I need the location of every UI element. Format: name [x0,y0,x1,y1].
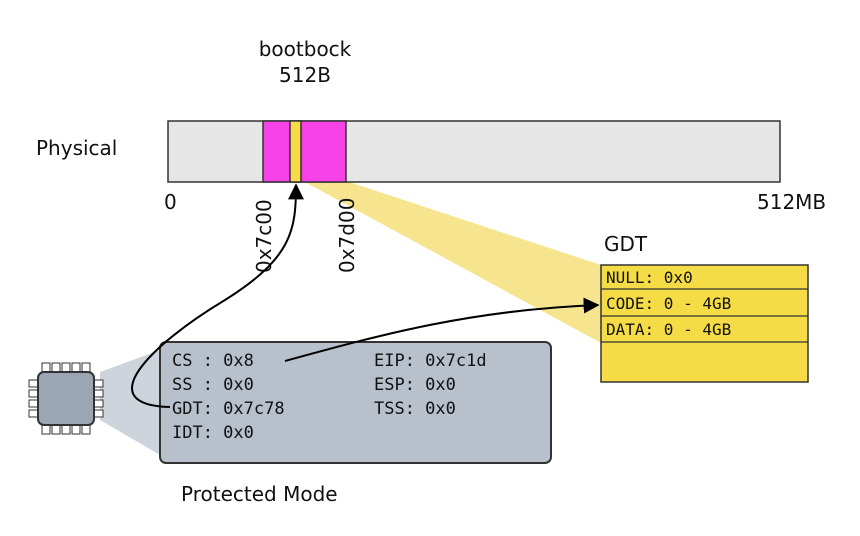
memory-end-label: 512MB [757,190,826,214]
register-tss: TSS: 0x0 [374,399,456,419]
bootblock-size: 512B [279,63,331,87]
gdt-region [289,120,302,183]
register-eip: EIP: 0x7c1d [374,351,487,371]
address-0x7d00-label: 0x7d00 [335,198,359,273]
physical-label: Physical [36,136,117,160]
cs-selector-arrow [284,297,600,362]
gdt-table: NULL: 0x0 CODE: 0 - 4GB DATA: 0 - 4GB [600,264,809,383]
gdt-register-arrow [131,183,304,408]
gdt-zoom-beam [303,181,601,343]
address-0x7c00-label: 0x7c00 [252,199,276,273]
cpu-chip-icon [28,362,104,435]
physical-memory-bar [167,120,781,183]
gdt-title: GDT [604,232,648,256]
bootblock-title: bootbock [259,37,352,61]
register-gdt: GDT: 0x7c78 [172,399,285,419]
memory-start-label: 0 [164,190,177,214]
cpu-zoom-beam [100,350,160,455]
protected-mode-caption: Protected Mode [181,482,338,506]
gdt-entry-code: CODE: 0 - 4GB [606,294,731,313]
register-idt: IDT: 0x0 [172,423,254,443]
bootblock-region [262,120,347,183]
register-cs: CS : 0x8 [172,351,254,371]
register-esp: ESP: 0x0 [374,375,456,395]
gdt-entry-data: DATA: 0 - 4GB [606,320,731,339]
register-ss: SS : 0x0 [172,375,254,395]
gdt-entry-null: NULL: 0x0 [606,268,693,287]
